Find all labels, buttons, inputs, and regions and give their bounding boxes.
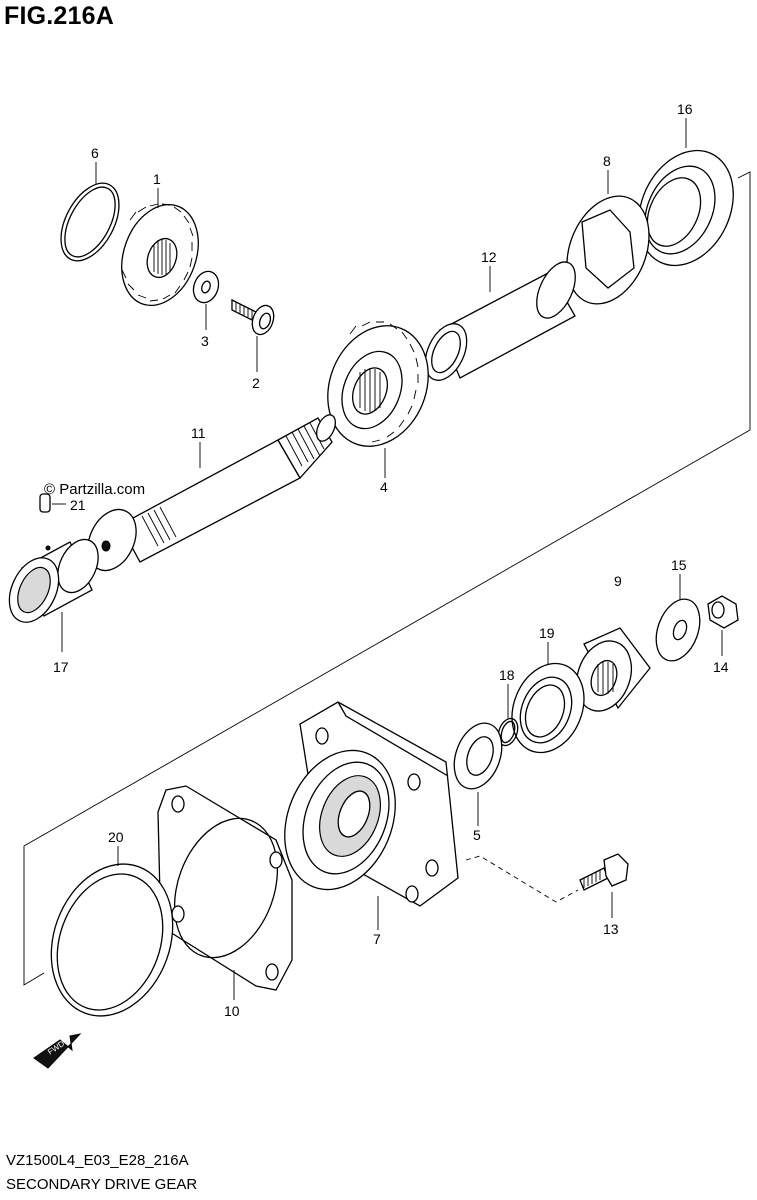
callout-8: 8 bbox=[603, 153, 611, 169]
callout-9: 9 bbox=[614, 573, 622, 589]
callout-16: 16 bbox=[677, 101, 693, 117]
diagram-code: VZ1500L4_E03_E28_216A bbox=[6, 1152, 189, 1169]
callout-21: 21 bbox=[70, 497, 86, 513]
callout-4: 4 bbox=[380, 479, 388, 495]
drive-shaft-11[interactable] bbox=[79, 412, 340, 578]
bolt-13[interactable] bbox=[465, 853, 629, 903]
oil-seal-19[interactable] bbox=[499, 653, 597, 764]
fwd-arrow-icon: FWD bbox=[33, 1033, 82, 1069]
callout-15: 15 bbox=[671, 557, 687, 573]
callout-12: 12 bbox=[481, 249, 497, 265]
nut-14[interactable] bbox=[707, 595, 739, 629]
shim-5[interactable] bbox=[446, 717, 511, 826]
shim-8[interactable] bbox=[552, 184, 664, 316]
copyright-text: © Partzilla.com bbox=[44, 481, 146, 498]
callout-3: 3 bbox=[201, 333, 209, 349]
callout-20: 20 bbox=[108, 829, 124, 845]
needle-bearing-17[interactable] bbox=[0, 533, 106, 652]
callout-1: 1 bbox=[153, 171, 161, 187]
callout-5: 5 bbox=[473, 827, 481, 843]
assembly-frame-line bbox=[23, 171, 751, 986]
o-ring-18[interactable] bbox=[495, 716, 521, 748]
bevel-gear-4[interactable] bbox=[310, 311, 445, 462]
figure-title: FIG.216A bbox=[4, 2, 114, 30]
bevel-gear-1[interactable] bbox=[108, 194, 211, 316]
oil-seal-16[interactable] bbox=[621, 135, 751, 281]
callout-7: 7 bbox=[373, 931, 381, 947]
callout-10: 10 bbox=[224, 1003, 240, 1019]
bearing-housing-7[interactable] bbox=[265, 701, 459, 930]
washer-15[interactable] bbox=[648, 593, 707, 667]
leader-lines bbox=[95, 118, 723, 918]
callout-6: 6 bbox=[91, 145, 99, 161]
dowel-pin-21[interactable] bbox=[39, 493, 66, 513]
callout-18: 18 bbox=[499, 667, 515, 683]
callout-14: 14 bbox=[713, 659, 729, 675]
bolt-2[interactable] bbox=[231, 298, 278, 338]
callout-11: 11 bbox=[191, 425, 206, 441]
o-ring-6[interactable] bbox=[49, 174, 131, 271]
diagram-caption: SECONDARY DRIVE GEAR bbox=[6, 1176, 198, 1193]
coupling-9[interactable] bbox=[567, 627, 651, 719]
spacer-tube-12[interactable] bbox=[417, 256, 583, 387]
washer-3[interactable] bbox=[189, 268, 222, 306]
callout-13: 13 bbox=[603, 921, 619, 937]
callout-17: 17 bbox=[53, 659, 69, 675]
callout-2: 2 bbox=[252, 375, 260, 391]
gasket-10[interactable] bbox=[156, 785, 295, 1000]
o-ring-20[interactable] bbox=[31, 846, 193, 1033]
callout-19: 19 bbox=[539, 625, 555, 641]
